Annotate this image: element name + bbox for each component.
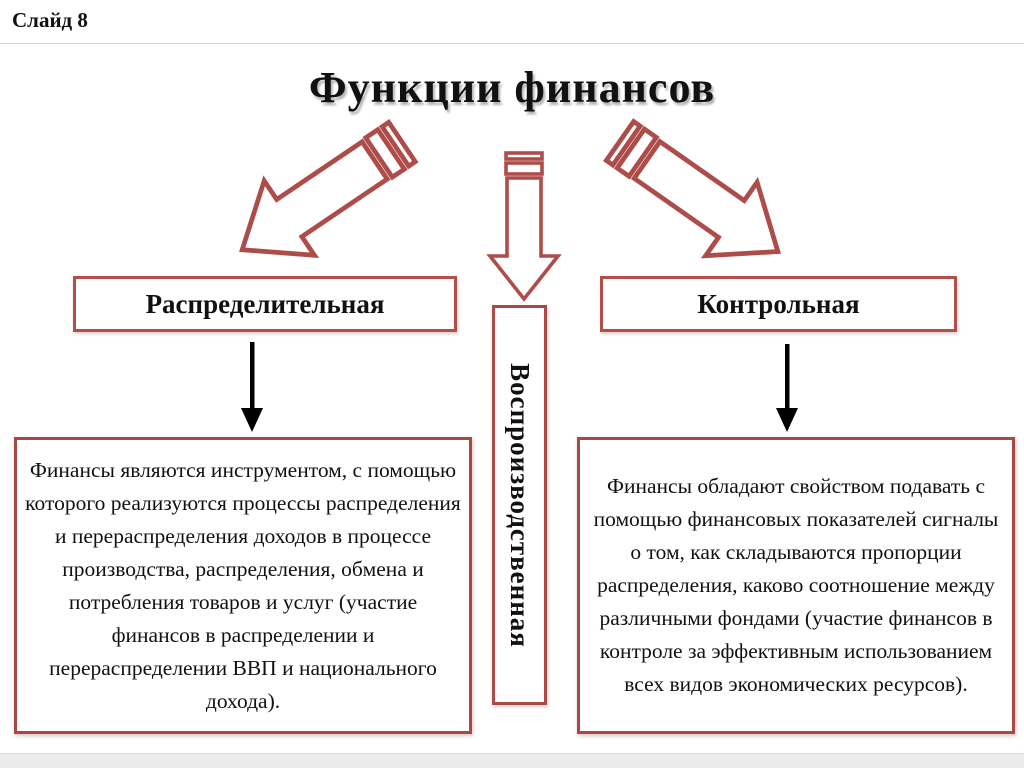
control-description-text: Финансы обладают свойством подавать с по… xyxy=(593,474,999,696)
striped-arrows-group xyxy=(239,118,782,302)
control-description-box: Финансы обладают свойством подавать с по… xyxy=(577,437,1015,734)
distributive-description-text: Финансы являются инструментом, с помощью… xyxy=(25,457,461,713)
solid-arrow-down-icon xyxy=(776,344,798,432)
distributive-function-box: Распределительная xyxy=(73,276,457,332)
distributive-description-box: Финансы являются инструментом, с помощью… xyxy=(14,437,472,734)
striped-arrow-down-icon xyxy=(486,151,562,302)
slide-bottom-edge xyxy=(0,753,1024,768)
slide-top-edge xyxy=(0,43,1024,44)
striped-arrow-down-right-icon xyxy=(603,118,782,259)
reproductive-function-label: Воспроизводственная xyxy=(505,362,535,648)
control-function-label: Контрольная xyxy=(697,288,860,319)
page-title: Функции финансов xyxy=(308,63,716,112)
striped-arrow-down-left-icon xyxy=(239,119,419,258)
control-function-box: Контрольная xyxy=(600,276,957,332)
distributive-function-label: Распределительная xyxy=(145,288,385,319)
reproductive-function-box: Воспроизводственная xyxy=(492,305,547,705)
solid-arrow-down-icon xyxy=(241,342,263,432)
slide-number-label: Слайд 8 xyxy=(12,8,88,32)
